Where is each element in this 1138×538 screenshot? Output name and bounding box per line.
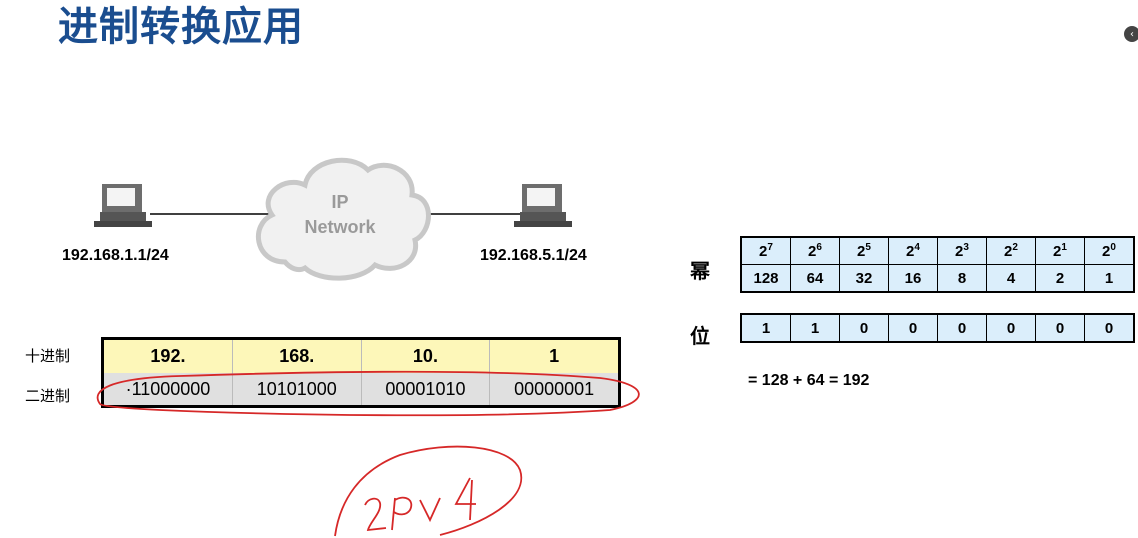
- bit-label: 位: [690, 324, 710, 348]
- cloud-label: IP Network: [290, 190, 390, 240]
- cloud-label-line2: Network: [304, 217, 376, 237]
- power-cell: 26: [790, 236, 840, 265]
- left-ip-label: 192.168.1.1/24: [62, 247, 169, 264]
- power-cell: 20: [1084, 236, 1135, 265]
- power-cell: 21: [1035, 236, 1085, 265]
- cloud-label-line1: IP: [331, 192, 349, 212]
- value-cell: 128: [740, 264, 791, 293]
- decimal-cell: 192.: [102, 338, 233, 373]
- decimal-cell: 168.: [231, 338, 362, 373]
- bit-cell: 1: [740, 313, 791, 343]
- binary-cell: 00000001: [489, 373, 620, 407]
- ip-conversion-table: 192. 168. 10. 1 ·11000000 10101000 00001…: [101, 337, 621, 408]
- power-cell: 24: [888, 236, 938, 265]
- bit-row: 1 1 0 0 0 0 0 0: [740, 313, 1135, 343]
- bit-cell: 0: [986, 313, 1036, 343]
- cloud-icon: [255, 157, 431, 281]
- power-cell: 23: [937, 236, 987, 265]
- decimal-row: 192. 168. 10. 1: [102, 338, 620, 373]
- power-row: 27 26 25 24 23 22 21 20: [740, 236, 1135, 265]
- binary-row: ·11000000 10101000 00001010 00000001: [102, 373, 620, 407]
- power-label: 幂: [690, 259, 710, 283]
- power-cell: 22: [986, 236, 1036, 265]
- binary-cell: 10101000: [231, 373, 362, 407]
- bit-cell: 1: [790, 313, 840, 343]
- value-cell: 4: [986, 264, 1036, 293]
- bit-cell: 0: [1035, 313, 1085, 343]
- computer-icon: [514, 184, 572, 227]
- value-cell: 2: [1035, 264, 1085, 293]
- bit-cell: 0: [888, 313, 938, 343]
- value-cell: 8: [937, 264, 987, 293]
- value-cell: 64: [790, 264, 840, 293]
- binary-cell: 00001010: [360, 373, 490, 407]
- value-cell: 32: [839, 264, 889, 293]
- decimal-row-label: 十进制: [25, 347, 71, 365]
- decimal-cell: 10.: [360, 338, 490, 373]
- bit-cell: 0: [937, 313, 987, 343]
- value-cell: 1: [1084, 264, 1135, 293]
- page-title: 进制转换应用: [58, 4, 304, 50]
- sum-formula: = 128 + 64 = 192: [748, 372, 870, 389]
- binary-cell: ·11000000: [102, 373, 233, 407]
- decimal-cell: 1: [489, 338, 620, 373]
- power-cell: 25: [839, 236, 889, 265]
- side-toggle-icon[interactable]: ‹: [1124, 26, 1138, 42]
- bit-cell: 0: [839, 313, 889, 343]
- computer-icon: [94, 184, 152, 227]
- power-cell: 27: [740, 236, 791, 265]
- bit-table: 1 1 0 0 0 0 0 0: [740, 313, 1135, 343]
- bit-cell: 0: [1084, 313, 1135, 343]
- value-cell: 16: [888, 264, 938, 293]
- right-ip-label: 192.168.5.1/24: [480, 247, 587, 264]
- binary-row-label: 二进制: [25, 387, 71, 405]
- power-table: 27 26 25 24 23 22 21 20 128 64 32 16 8 4…: [740, 236, 1135, 293]
- value-row: 128 64 32 16 8 4 2 1: [740, 264, 1135, 293]
